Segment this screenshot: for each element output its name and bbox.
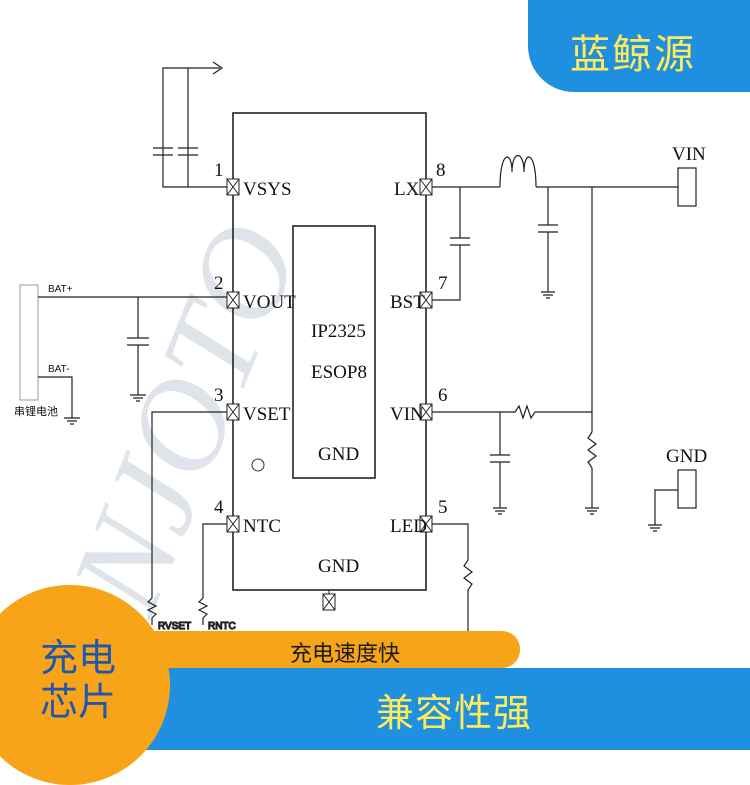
title-text: 充电 芯片 bbox=[40, 636, 160, 724]
pin-4: 4 NTC bbox=[214, 497, 281, 537]
bat-pos-label: BAT+ bbox=[48, 284, 73, 295]
vout-capacitor bbox=[127, 297, 149, 402]
battery-pack: BAT+ BAT- 串锂电池 bbox=[14, 284, 227, 425]
pin-1-number: 1 bbox=[214, 160, 224, 181]
pin-7-label: BST bbox=[390, 292, 425, 313]
pin-1: 1 VSYS bbox=[214, 160, 292, 200]
pin-3-label: VSET bbox=[243, 404, 291, 425]
title-line-1: 充电 bbox=[40, 636, 117, 680]
ntc-resistor: RNTC bbox=[197, 523, 236, 633]
led-resistor bbox=[432, 523, 473, 632]
brand-tab bbox=[528, 0, 750, 92]
vin-network bbox=[432, 404, 599, 515]
chip-package: ESOP8 bbox=[311, 362, 367, 383]
chip-name: IP2325 bbox=[311, 321, 366, 342]
pin-6-label: VIN bbox=[390, 404, 424, 425]
vset-resistor: RVSET bbox=[146, 411, 227, 633]
pin-2-number: 2 bbox=[214, 273, 224, 294]
lx-network bbox=[432, 154, 678, 432]
speed-text: 充电速度快 bbox=[290, 642, 401, 667]
bottom-gnd-label: GND bbox=[318, 556, 359, 577]
pin1-marker bbox=[251, 458, 265, 472]
chip-center-gnd: GND bbox=[318, 444, 359, 465]
pin-8-number: 8 bbox=[436, 160, 446, 181]
pin-2-label: VOUT bbox=[243, 292, 296, 313]
pin-3: 3 VSET bbox=[214, 385, 291, 425]
rvset-label: RVSET bbox=[158, 621, 191, 632]
pin-5-number: 5 bbox=[438, 497, 448, 518]
brand-name: 蓝鲸源 bbox=[570, 32, 696, 78]
pin-8: 8 LX bbox=[394, 160, 446, 200]
pin-4-number: 4 bbox=[214, 497, 224, 518]
pin-6-number: 6 bbox=[438, 385, 448, 406]
speed-banner bbox=[118, 631, 520, 668]
pin-7-number: 7 bbox=[438, 273, 448, 294]
bottom-band bbox=[140, 668, 750, 750]
pin-5: 5 LED bbox=[390, 497, 448, 537]
vsys-capacitors bbox=[153, 61, 227, 188]
pin-6: 6 VIN bbox=[390, 385, 448, 425]
feature-text: 兼容性强 bbox=[376, 691, 533, 735]
vin-connector-label: VIN bbox=[672, 144, 706, 165]
title-line-2: 芯片 bbox=[40, 680, 117, 724]
pin-7: 7 BST bbox=[390, 273, 448, 313]
pin-4-label: NTC bbox=[243, 516, 281, 537]
gnd-connector-label: GND bbox=[666, 446, 707, 467]
rntc-label: RNTC bbox=[208, 621, 236, 632]
schematic-diagram: NJOTO IP2325 ESOP8 GND 1 VSYS 2 VOUT 3 V… bbox=[14, 61, 707, 633]
pin-8-label: LX bbox=[394, 179, 420, 200]
pin-2: 2 VOUT bbox=[214, 273, 296, 313]
pin-5-label: LED bbox=[390, 516, 427, 537]
pin-gnd-bottom: GND bbox=[318, 556, 359, 611]
battery-label: 串锂电池 bbox=[14, 404, 58, 418]
pin-1-label: VSYS bbox=[243, 179, 292, 200]
pin-3-number: 3 bbox=[214, 385, 224, 406]
vin-connector: VIN bbox=[672, 144, 706, 207]
gnd-connector: GND bbox=[648, 446, 707, 532]
ic-inner-box bbox=[292, 225, 376, 479]
bat-neg-label: BAT- bbox=[48, 364, 69, 375]
